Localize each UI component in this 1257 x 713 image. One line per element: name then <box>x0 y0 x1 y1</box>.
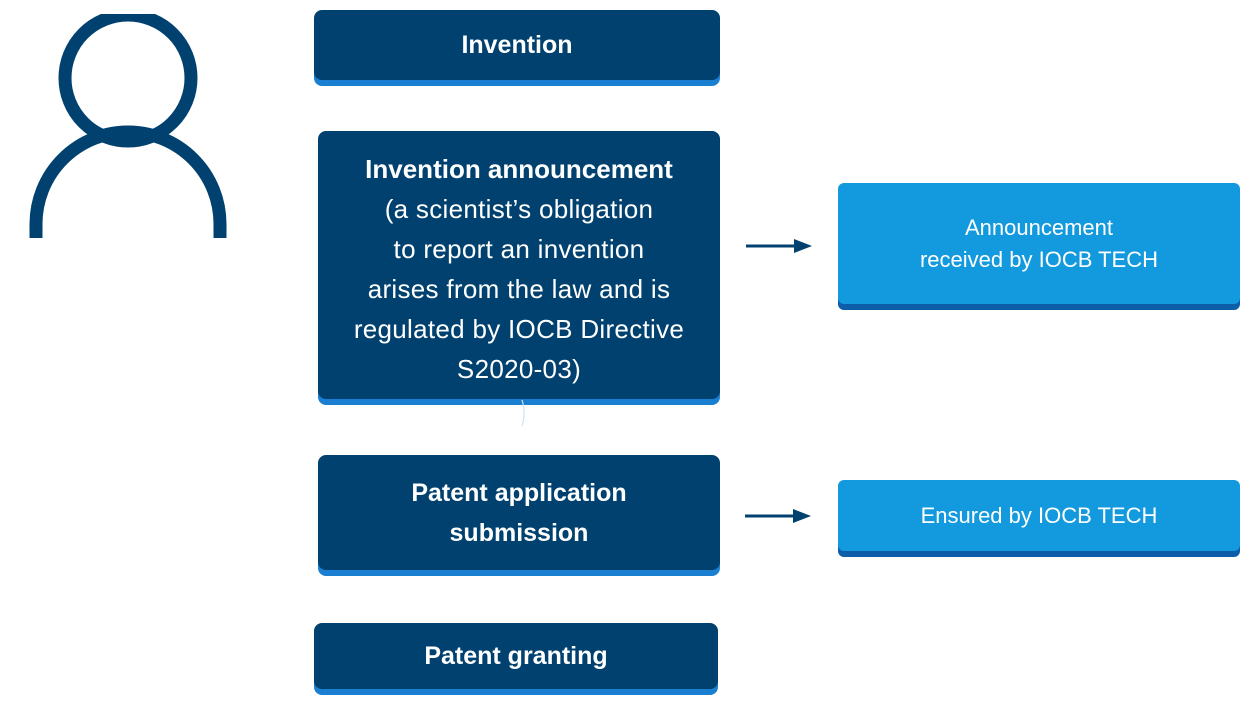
arrow-right-icon <box>746 239 812 253</box>
arrow-right-icon <box>745 509 811 523</box>
ensured-label: Ensured by IOCB TECH <box>920 502 1158 528</box>
person-icon <box>29 14 227 238</box>
step-invention-announcement: Invention announcement (a scientist’s ob… <box>318 131 720 399</box>
announcement-body: (a scientist’s obligation to report an i… <box>353 194 685 384</box>
step-patent-granting: Patent granting <box>314 623 718 689</box>
step-invention: Invention <box>314 10 720 80</box>
patent-granting-label: Patent granting <box>424 642 608 670</box>
patent-application-label: Patent application submission <box>411 478 627 547</box>
step-patent-application: Patent application submission <box>318 455 720 570</box>
connector-mark <box>521 399 525 427</box>
outcome-ensured: Ensured by IOCB TECH <box>838 480 1240 551</box>
announcement-title: Invention announcement <box>365 154 673 184</box>
step-invention-label: Invention <box>461 31 573 59</box>
announcement-received-label: Announcement received by IOCB TECH <box>919 214 1158 272</box>
outcome-announcement-received: Announcement received by IOCB TECH <box>838 183 1240 304</box>
